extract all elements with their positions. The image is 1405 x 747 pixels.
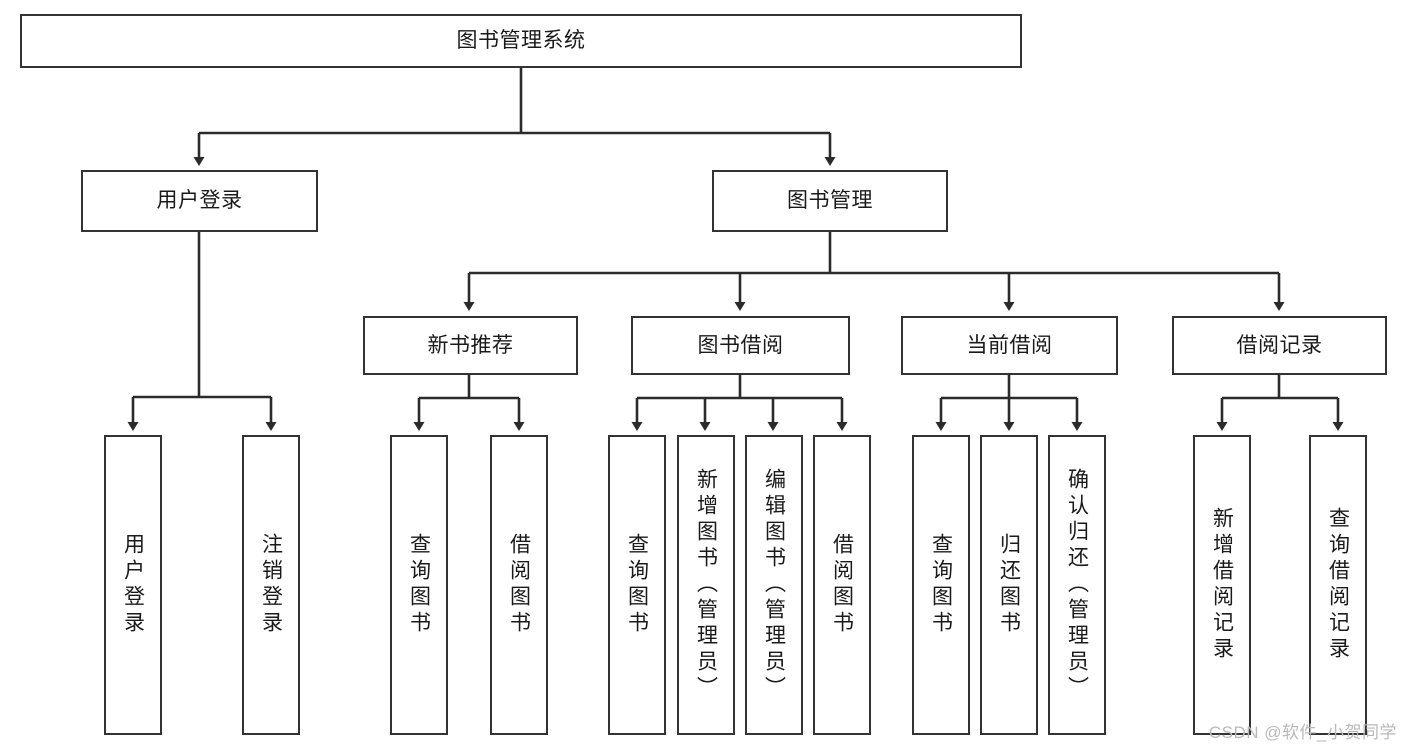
node-book-management[interactable]: 图书管理 — [712, 170, 948, 232]
leaf-query-book-current[interactable]: 查询图书 — [912, 435, 970, 735]
node-label: 当前借阅 — [966, 333, 1053, 357]
node-label: 新书推荐 — [427, 333, 514, 357]
node-label: 借阅图书 — [507, 533, 531, 637]
leaf-confirm-return-admin[interactable]: 确认归还（管理员） — [1048, 435, 1106, 735]
leaf-logout[interactable]: 注销登录 — [242, 435, 300, 735]
node-label: 查询借阅记录 — [1326, 507, 1350, 663]
leaf-add-book-admin[interactable]: 新增图书（管理员） — [677, 435, 735, 735]
leaf-borrow-book[interactable]: 借阅图书 — [813, 435, 871, 735]
node-label: 编辑图书（管理员） — [762, 468, 786, 702]
node-label: 用户登录 — [156, 189, 243, 213]
leaf-edit-book-admin[interactable]: 编辑图书（管理员） — [745, 435, 803, 735]
node-label: 查询图书 — [407, 533, 431, 637]
node-new-book-recommend[interactable]: 新书推荐 — [363, 316, 578, 375]
leaf-query-book-borrow[interactable]: 查询图书 — [608, 435, 666, 735]
node-label: 用户登录 — [121, 533, 145, 637]
node-label: 图书管理系统 — [456, 29, 586, 53]
leaf-add-borrow-record[interactable]: 新增借阅记录 — [1193, 435, 1251, 735]
node-label: 确认归还（管理员） — [1065, 468, 1089, 702]
node-root-book-management-system[interactable]: 图书管理系统 — [20, 14, 1022, 68]
node-label: 注销登录 — [259, 533, 283, 637]
node-label: 新增借阅记录 — [1210, 507, 1234, 663]
node-user-login[interactable]: 用户登录 — [81, 170, 318, 232]
node-label: 图书管理 — [787, 189, 873, 213]
node-current-borrow[interactable]: 当前借阅 — [901, 316, 1118, 375]
node-label: 借阅图书 — [830, 533, 854, 637]
leaf-query-borrow-record[interactable]: 查询借阅记录 — [1309, 435, 1367, 735]
node-label: 新增图书（管理员） — [694, 468, 718, 702]
leaf-user-login[interactable]: 用户登录 — [104, 435, 162, 735]
leaf-borrow-book-recommend[interactable]: 借阅图书 — [490, 435, 548, 735]
node-label: 查询图书 — [929, 533, 953, 637]
leaf-query-book-recommend[interactable]: 查询图书 — [390, 435, 448, 735]
node-borrow-record[interactable]: 借阅记录 — [1172, 316, 1387, 375]
csdn-watermark: CSDN @软件_小贺同学 — [1208, 723, 1397, 742]
node-label: 归还图书 — [997, 533, 1021, 637]
node-book-borrow[interactable]: 图书借阅 — [631, 316, 850, 375]
node-label: 查询图书 — [625, 533, 649, 637]
leaf-return-book[interactable]: 归还图书 — [980, 435, 1038, 735]
node-label: 图书借阅 — [697, 333, 784, 357]
node-label: 借阅记录 — [1236, 333, 1323, 357]
